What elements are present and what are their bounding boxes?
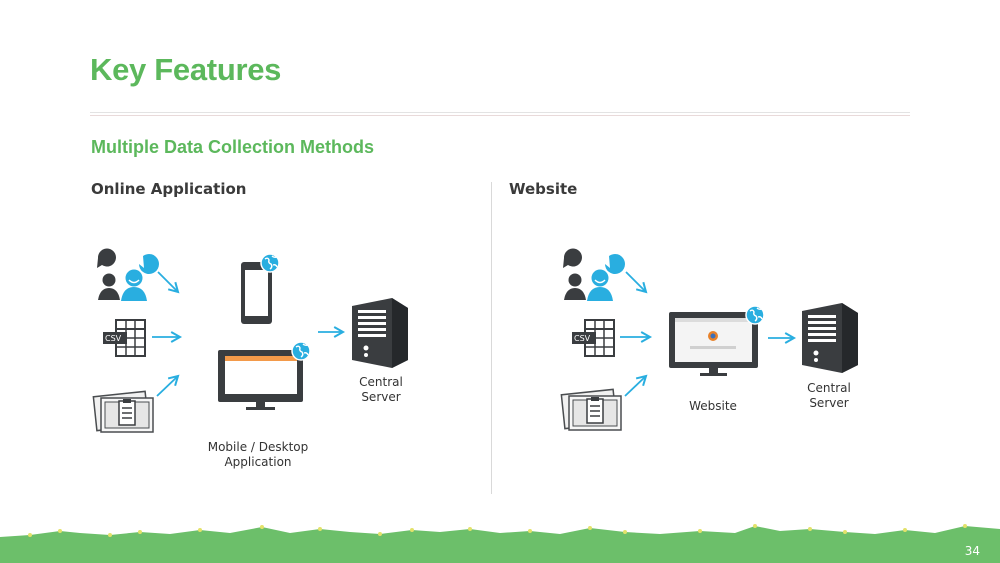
smartphone-icon — [241, 262, 272, 324]
csv-tag-right: CSV — [574, 334, 591, 343]
title-rule — [90, 112, 910, 116]
right-arrow-icon — [620, 271, 797, 397]
website-heading: Website — [509, 180, 578, 198]
column-divider — [491, 182, 492, 494]
left-arrow-icon — [152, 271, 346, 397]
server-label-right: Central Server — [807, 381, 851, 410]
browser-logo-icon — [708, 331, 718, 341]
server-label-left: Central Server — [359, 375, 403, 404]
slide-title: Key Features — [90, 52, 282, 87]
csv-tag-left: CSV — [105, 334, 122, 343]
slide-subtitle: Multiple Data Collection Methods — [91, 137, 375, 157]
online-application-heading: Online Application — [91, 180, 247, 198]
desktop-monitor-icon — [218, 350, 303, 410]
page-number: 34 — [964, 544, 980, 558]
device-label-left: Mobile / Desktop Application — [207, 440, 309, 469]
website-monitor-icon — [669, 312, 758, 376]
device-label-right: Website — [689, 399, 737, 413]
grass-ground-decoration — [0, 524, 1000, 563]
